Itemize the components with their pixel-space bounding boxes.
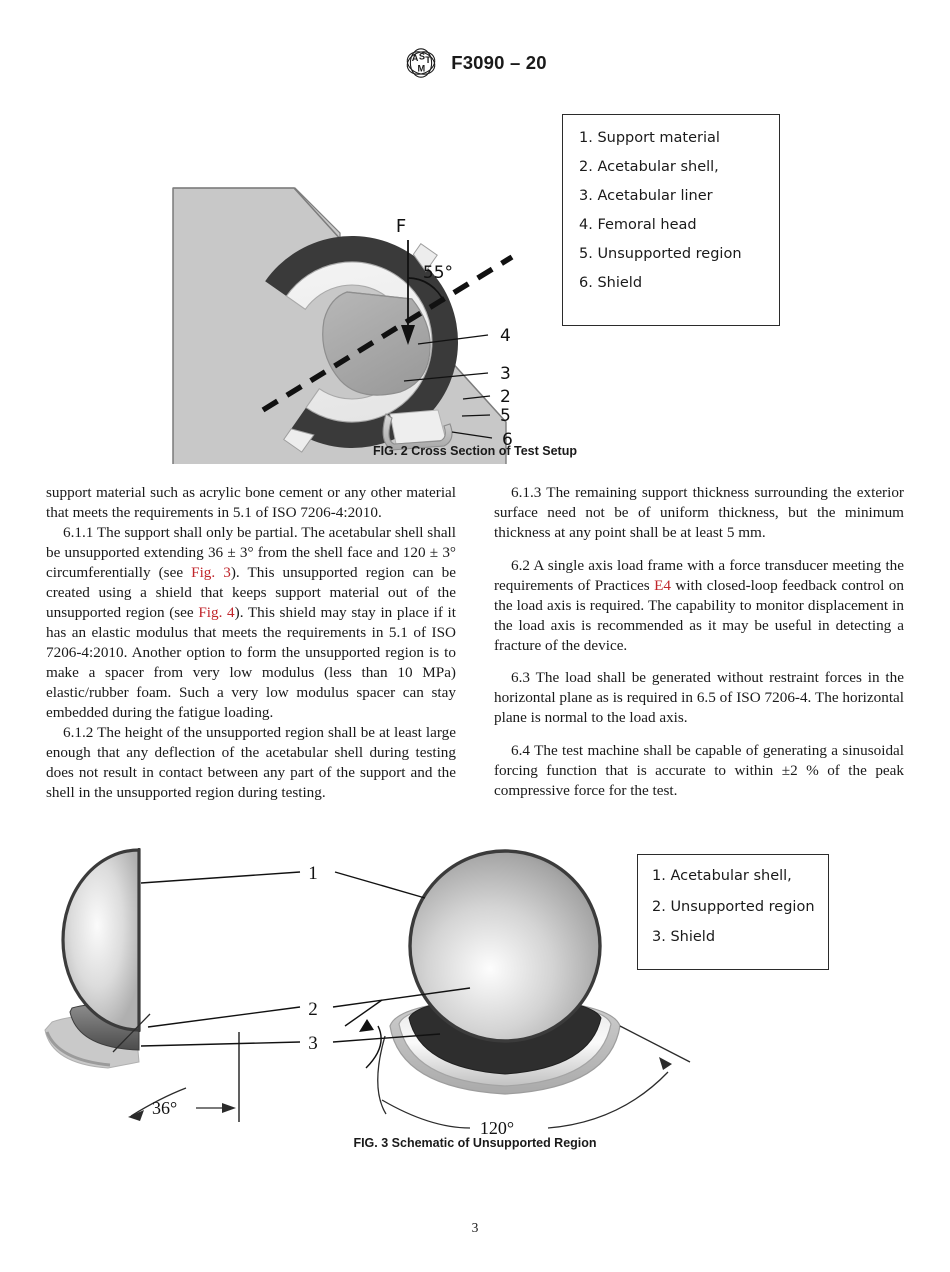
shell-rim-tab-bottom xyxy=(283,428,315,453)
legend-item: 1. Support material xyxy=(579,130,720,146)
leader-2-left xyxy=(147,1006,301,1028)
figure-2-leader-lines xyxy=(403,334,493,439)
page-header: A S T M F3090 – 20 xyxy=(0,46,950,80)
acetabular-shell-sphere xyxy=(408,849,602,1043)
legend-item: 5. Unsupported region xyxy=(579,246,742,262)
angle-36-arrow-left xyxy=(128,1110,144,1121)
figure-2-legend: 1. Support material 2. Acetabular shell,… xyxy=(562,114,780,326)
callout-3: 3 xyxy=(308,1033,318,1054)
leader-3-curve xyxy=(365,1025,382,1069)
leader-5 xyxy=(461,414,491,417)
para-6-2: 6.2 A single axis load frame with a forc… xyxy=(494,556,904,654)
leader-1-left xyxy=(140,871,301,884)
angle-label-120: 120° xyxy=(480,1118,514,1136)
force-label: F xyxy=(396,216,406,237)
angle-120-arrow xyxy=(659,1057,672,1070)
leader-3-left xyxy=(140,1041,301,1047)
callout-6: 6 xyxy=(502,430,513,450)
legend-item: 1. Acetabular shell, xyxy=(652,868,792,884)
angle-120-arc-main xyxy=(381,1099,471,1129)
femoral-head-top-edge xyxy=(346,291,413,300)
figure-2-drawing: F 55° 4 3 2 5 6 1 xyxy=(172,187,514,464)
svg-text:A: A xyxy=(412,53,419,63)
shell-rim-tab-top xyxy=(412,243,438,273)
reference-link[interactable]: E4 xyxy=(654,576,671,594)
angle-36-ray xyxy=(112,1013,151,1053)
force-arrow xyxy=(401,240,415,345)
leader-2-arrowhead xyxy=(359,1019,374,1032)
load-axis-dashed-line xyxy=(261,254,514,413)
hemisphere-cutaway xyxy=(44,848,141,1069)
reference-link[interactable]: Fig. 4 xyxy=(198,604,235,622)
page-number: 3 xyxy=(471,1220,479,1235)
hemisphere-shield-edge xyxy=(45,1031,111,1067)
callout-1: 1 xyxy=(308,863,318,884)
svg-text:M: M xyxy=(418,64,426,74)
angle-36-arrow-right xyxy=(222,1103,236,1113)
para-6-3: 6.3 The load shall be generated without … xyxy=(494,669,904,727)
leader-6 xyxy=(451,431,493,439)
angle-36-arc xyxy=(130,1087,187,1117)
legend-item: 4. Femoral head xyxy=(579,217,697,233)
leader-4 xyxy=(417,334,489,345)
figure-3-leader-lines xyxy=(140,871,471,1069)
leader-1-right xyxy=(334,871,426,899)
figure-3-drawing: 36° 120° xyxy=(44,848,691,1136)
leader-2-right xyxy=(332,987,471,1008)
svg-text:S: S xyxy=(419,51,425,61)
astm-logo-icon: A S T M xyxy=(406,48,436,78)
para-6-1-3: 6.1.3 The remaining support thickness su… xyxy=(494,484,904,542)
callout-5: 5 xyxy=(500,406,511,426)
figure-2: F 55° 4 3 2 5 6 1 1. Support material 2.… xyxy=(0,92,950,464)
leader-2 xyxy=(462,395,491,400)
para-6-4: 6.4 The test machine shall be capable of… xyxy=(494,741,904,799)
angle-120-ray-right xyxy=(619,1025,691,1063)
angle-arc-55b xyxy=(407,277,445,303)
leader-2-arrow-line xyxy=(344,999,383,1027)
hemisphere-dome xyxy=(61,848,141,1032)
shield xyxy=(382,413,453,451)
legend-item: 3. Acetabular liner xyxy=(579,188,713,204)
legend-item: 2. Unsupported region xyxy=(652,898,815,915)
leader-3 xyxy=(403,372,489,382)
figure-2-caption: FIG. 2 Cross Section of Test Setup xyxy=(373,444,577,458)
leader-3-right xyxy=(332,1033,441,1043)
angle-label-55: 55° xyxy=(423,263,453,283)
angle-120-arc-main-right xyxy=(547,1071,669,1129)
callout-2: 2 xyxy=(500,387,511,407)
unsupported-region xyxy=(389,409,447,445)
right-text-column: 6.1.3 The remaining support thickness su… xyxy=(494,483,904,813)
para-6-1-1: 6.1.1 The support shall only be partial.… xyxy=(46,524,457,722)
callout-3: 3 xyxy=(500,364,511,384)
svg-text:T: T xyxy=(425,55,431,65)
reference-link[interactable]: Fig. 3 xyxy=(191,564,231,582)
implant-assembly xyxy=(265,236,458,453)
para-support-material: support material such as acrylic bone ce… xyxy=(46,484,456,522)
callout-2: 2 xyxy=(308,999,318,1020)
figure-3: 36° 120° xyxy=(0,836,950,1136)
body-text: support material such as acrylic bone ce… xyxy=(46,483,904,813)
angle-120-arc-left xyxy=(377,1035,387,1115)
legend-item: 6. Shield xyxy=(579,275,643,291)
figure-3-caption: FIG. 3 Schematic of Unsupported Region xyxy=(353,1136,597,1150)
left-text-column: support material such as acrylic bone ce… xyxy=(46,483,456,813)
support-block-outline xyxy=(172,187,507,464)
figure-3-legend: 1. Acetabular shell, 2. Unsupported regi… xyxy=(637,854,829,970)
callout-4: 4 xyxy=(500,326,511,346)
sphere-assembly xyxy=(389,849,621,1095)
angle-36-indicator: 36° xyxy=(112,1013,236,1121)
legend-item: 3. Shield xyxy=(652,929,716,945)
standard-designation: F3090 – 20 xyxy=(451,52,547,73)
support-material-chamfer xyxy=(455,422,506,464)
angle-label-36: 36° xyxy=(152,1098,177,1118)
angle-120-indicator: 120° xyxy=(377,1025,691,1136)
legend-item: 2. Acetabular shell, xyxy=(579,159,719,175)
para-6-1-2: 6.1.2 The height of the unsupported regi… xyxy=(46,724,456,802)
